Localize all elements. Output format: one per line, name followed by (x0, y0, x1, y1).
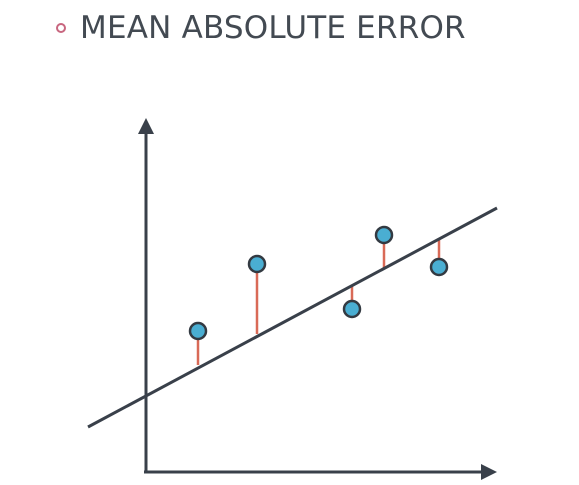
data-point-3 (342, 299, 362, 319)
regression-line (87, 206, 498, 429)
data-points (188, 225, 449, 341)
x-axis-arrow-icon (481, 464, 497, 480)
data-point-5 (429, 257, 449, 277)
slide-title-row: MEAN ABSOLUTE ERROR (56, 8, 466, 48)
bullet-icon (56, 23, 66, 33)
axes (138, 118, 497, 480)
data-point-4 (374, 225, 394, 245)
slide-title: MEAN ABSOLUTE ERROR (80, 10, 466, 46)
residuals (196, 235, 441, 365)
data-point-2 (247, 254, 267, 274)
data-point-1 (188, 321, 208, 341)
y-axis-arrow-icon (138, 118, 154, 134)
